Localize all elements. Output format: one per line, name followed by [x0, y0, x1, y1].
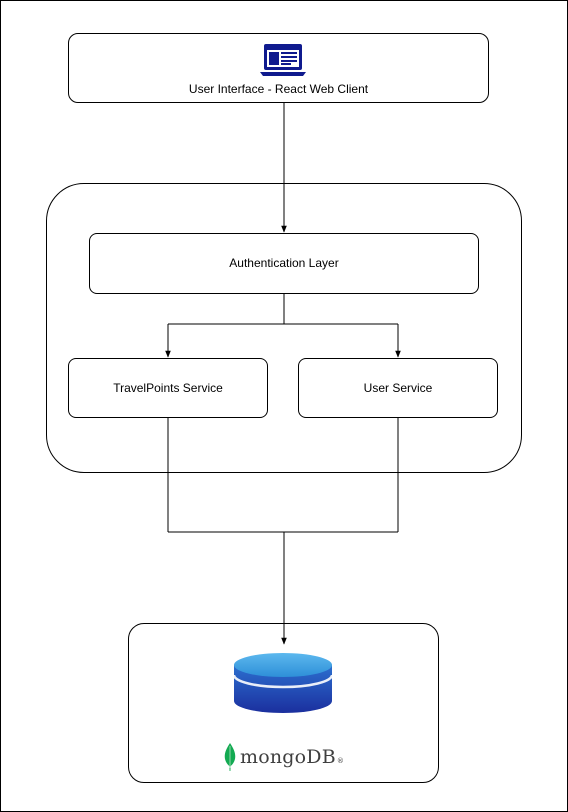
web-browser-icon	[260, 44, 306, 76]
user-service-label: User Service	[363, 381, 433, 395]
authentication-layer-box: Authentication Layer	[89, 233, 479, 294]
authentication-layer-label: Authentication Layer	[229, 256, 339, 270]
mongodb-logo: mongoDB ®	[223, 741, 344, 773]
backend-container	[46, 183, 522, 473]
mongodb-registered-mark: ®	[336, 757, 344, 765]
client-box: User Interface - React Web Client	[68, 33, 489, 103]
travelpoints-service-label: TravelPoints Service	[113, 381, 223, 395]
mongodb-logo-text: mongoDB	[240, 746, 336, 768]
database-box	[128, 623, 439, 783]
database-cylinder-icon	[232, 653, 334, 713]
client-label: User Interface - React Web Client	[188, 82, 369, 96]
user-service-box: User Service	[298, 358, 498, 418]
travelpoints-service-box: TravelPoints Service	[68, 358, 268, 418]
mongodb-leaf-icon	[224, 743, 236, 771]
